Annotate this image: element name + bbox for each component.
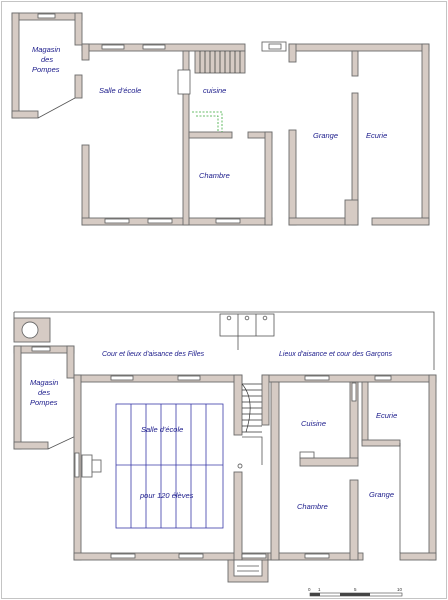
- lower-cuisine-label: Cuisine: [301, 419, 326, 428]
- scale-label-1: 1: [318, 587, 321, 592]
- upper-school-walls: [81, 43, 273, 226]
- lower-magasin-label-2: des: [38, 388, 50, 397]
- lower-eleves-label: pour 120 élèves: [139, 491, 194, 500]
- scale-label-0: 0: [308, 587, 311, 592]
- lower-cour-garcons-label: Lieux d'aisance et cour des Garçons: [279, 351, 393, 358]
- lower-courtyard-outline: [13, 311, 435, 370]
- upper-floor-plan: Magasin des Pompes Salle d'école cuisine…: [11, 12, 430, 226]
- lower-magasin-label-3: Pompes: [30, 398, 58, 407]
- upper-salle-label: Salle d'école: [99, 86, 141, 95]
- lower-cour-filles-label: Cour et lieux d'aisance des Filles: [102, 351, 205, 358]
- lower-school-walls: [73, 374, 269, 561]
- lower-salle-label: Salle d'école: [141, 425, 183, 434]
- upper-grange-label: Grange: [313, 131, 338, 140]
- upper-magasin-label-3: Pompes: [32, 65, 60, 74]
- lower-entrance-steps: [227, 559, 269, 583]
- upper-magasin-label-1: Magasin: [32, 45, 60, 54]
- upper-magasin-label-2: des: [41, 55, 53, 64]
- lower-chambre-label: Chambre: [297, 502, 328, 511]
- upper-cuisine-label: cuisine: [203, 86, 226, 95]
- lower-floor-plan: Magasin des Pompes Cour et lieux d'aisan…: [13, 311, 437, 583]
- lower-well: [13, 317, 51, 343]
- upper-fixture-dashed: [192, 111, 223, 132]
- scale-label-10: 10: [397, 587, 403, 592]
- lower-desk-grid: [115, 403, 224, 529]
- lower-magasin-label-1: Magasin: [30, 378, 58, 387]
- lower-grange-label: Grange: [369, 490, 394, 499]
- upper-barn-walls: [288, 43, 430, 226]
- scale-bar: 0 1 5 10: [308, 587, 403, 597]
- scale-label-5: 5: [354, 587, 357, 592]
- upper-chambre-label: Chambre: [199, 171, 230, 180]
- upper-magasin-walls: [11, 12, 83, 119]
- upper-stair: [194, 50, 246, 74]
- lower-stair: [241, 383, 263, 465]
- upper-ecurie-label: Ecurie: [366, 131, 387, 140]
- lower-living-walls: [261, 374, 437, 561]
- lower-latrines: [219, 313, 275, 350]
- lower-ecurie-label: Ecurie: [376, 411, 397, 420]
